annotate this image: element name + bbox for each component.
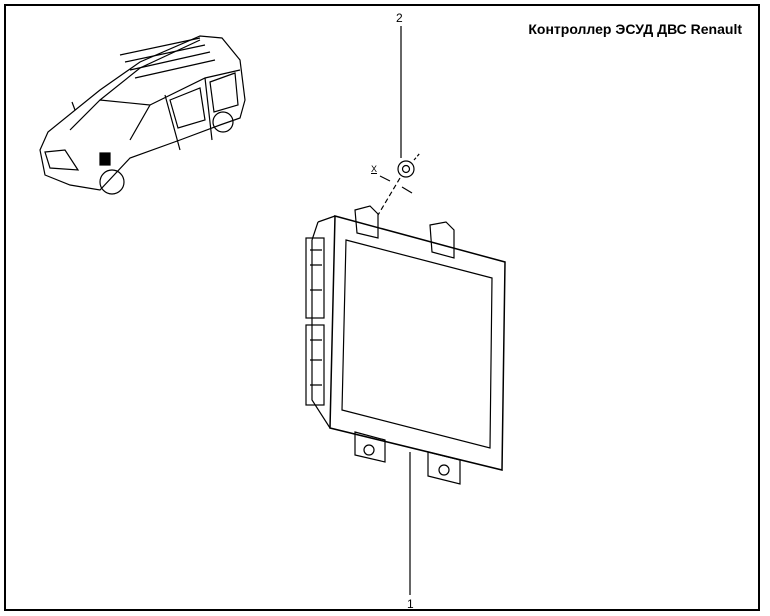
callout-2: 2 bbox=[396, 11, 403, 25]
car-locator-illustration bbox=[39, 35, 246, 195]
nut-part-2 bbox=[377, 152, 421, 216]
dimension-label: X bbox=[371, 164, 378, 174]
diagram-title: Контроллер ЭСУД ДВС Renault bbox=[528, 21, 742, 37]
callout-1: 1 bbox=[407, 597, 414, 611]
ecu-controller-part-1 bbox=[305, 205, 506, 485]
diagram-frame bbox=[4, 4, 760, 611]
